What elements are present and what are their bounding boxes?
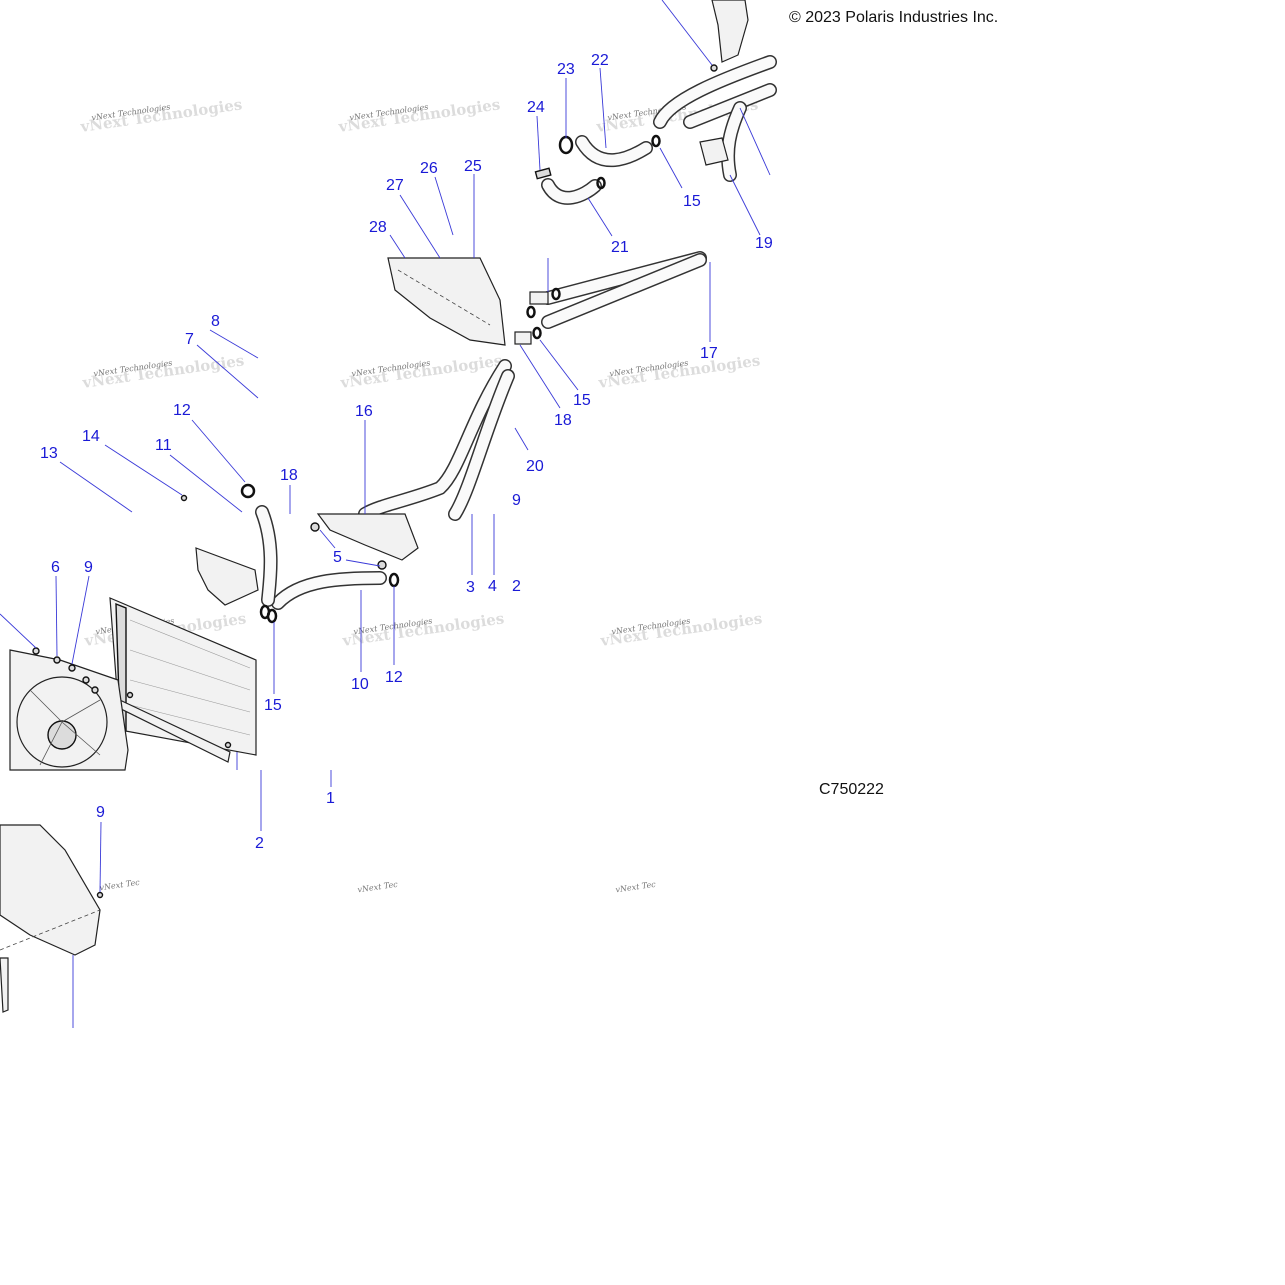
copyright-text: © 2023 Polaris Industries Inc.: [789, 9, 998, 26]
callout-16: 16: [355, 403, 373, 420]
callout-10: 10: [351, 676, 369, 693]
callout-12: 12: [173, 402, 191, 419]
callout-5: 5: [333, 549, 342, 566]
callout-3: 3: [466, 579, 475, 596]
callout-4: 4: [488, 578, 497, 595]
leader-lines: [0, 0, 771, 1028]
callout-13: 13: [40, 445, 58, 462]
callout-2-partial: 2: [512, 578, 521, 595]
callout-19: 19: [755, 235, 773, 252]
svg-text:vNext Tec: vNext Tec: [615, 880, 657, 895]
svg-text:vNext Tec: vNext Tec: [99, 878, 141, 893]
callout-15: 15: [573, 392, 591, 409]
callout-9: 9: [84, 559, 93, 576]
callout-labels: 1 2 3 4 5 6 7 8 9 10 11 12 13 14 15 16 1…: [40, 52, 773, 852]
watermark: vNext Tec: [357, 880, 399, 895]
callout-17: 17: [700, 345, 718, 362]
callout-6: 6: [51, 559, 60, 576]
parts-artwork: [0, 0, 777, 1013]
callout-26: 26: [420, 160, 438, 177]
radiator-bracket: [195, 547, 259, 606]
callout-7: 7: [185, 331, 194, 348]
callout-1: 1: [326, 790, 335, 807]
lower-duct: [0, 824, 101, 956]
callout-25: 25: [464, 158, 482, 175]
callout-18: 18: [554, 412, 572, 429]
callout-2: 2: [255, 835, 264, 852]
callout-23: 23: [557, 61, 575, 78]
callout-24: 24: [527, 99, 545, 116]
figure-id: C750222: [819, 781, 884, 798]
callout-9: 9: [96, 804, 105, 821]
watermark: vNext Tec: [615, 880, 657, 895]
callout-9-partial: 9: [512, 492, 521, 509]
svg-text:vNext Tec: vNext Tec: [357, 880, 399, 895]
panel-28: [387, 257, 506, 346]
callout-21: 21: [611, 239, 629, 256]
lower-center-bracket: [316, 513, 419, 561]
callout-28: 28: [369, 219, 387, 236]
callout-12: 12: [385, 669, 403, 686]
callout-15: 15: [264, 697, 282, 714]
callout-18: 18: [280, 467, 298, 484]
callout-20: 20: [526, 458, 544, 475]
callout-8: 8: [211, 313, 220, 330]
callout-11: 11: [155, 437, 172, 454]
callout-14: 14: [82, 428, 100, 445]
callout-27: 27: [386, 177, 404, 194]
callout-22: 22: [591, 52, 609, 69]
upper-bracket: [711, 0, 749, 63]
callout-15: 15: [683, 193, 701, 210]
watermark: vNext Tec: [99, 878, 141, 893]
